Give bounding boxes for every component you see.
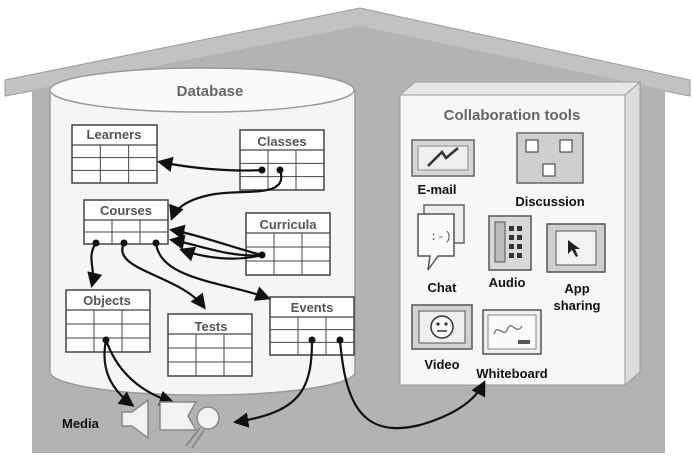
house-roof [4, 7, 691, 97]
chat-label: Chat [428, 280, 458, 295]
arrow-curricula-courses-2 [168, 234, 263, 257]
table-learners-label: Learners [87, 127, 142, 142]
table-learners [71, 124, 158, 184]
arrow-events-media [232, 339, 314, 428]
chat-icon: :-) [417, 204, 465, 271]
connector-dots [92, 166, 344, 344]
video-projector-icon [159, 401, 198, 431]
app-sharing-icon [546, 223, 606, 273]
connectors [87, 156, 486, 430]
collab-tools-title: Collaboration tools [444, 107, 581, 124]
arrow-courses-events [154, 242, 271, 301]
arrow-curricula-courses-3 [179, 246, 263, 262]
table-events-label: Events [291, 300, 334, 315]
video-icon [411, 304, 473, 350]
arrow-courses-tests [121, 242, 206, 310]
whiteboard-icon [482, 309, 542, 355]
svg-text::-): :-) [430, 230, 452, 244]
email-icon [411, 139, 475, 177]
discussion-icon [516, 132, 584, 184]
arrow-curricula-courses-1 [168, 224, 263, 257]
app-sharing-label-line2: sharing [554, 298, 601, 313]
table-curricula [245, 212, 331, 276]
telephone-icon [488, 215, 532, 271]
table-tests [167, 313, 253, 377]
video-label: Video [424, 357, 459, 372]
media-label: Media [62, 416, 100, 431]
disc-icon [185, 406, 220, 449]
table-courses [83, 199, 169, 245]
arrow-classes-learners [156, 156, 263, 172]
table-curricula-label: Curricula [259, 217, 317, 232]
arrow-events-collab [338, 339, 486, 430]
audio-label: Audio [489, 275, 526, 290]
speaker-icon [121, 398, 149, 440]
arrow-objects-media-2 [104, 339, 175, 406]
table-courses-label: Courses [100, 203, 152, 218]
arrow-classes-courses [169, 169, 283, 221]
email-label: E-mail [417, 182, 456, 197]
table-group [65, 124, 355, 377]
database-title: Database [177, 83, 244, 100]
table-tests-label: Tests [195, 319, 228, 334]
table-classes-label: Classes [257, 134, 306, 149]
discussion-label: Discussion [515, 194, 584, 209]
table-objects-label: Objects [83, 293, 131, 308]
arrow-courses-objects [87, 242, 103, 288]
whiteboard-label: Whiteboard [476, 366, 548, 381]
app-sharing-label-line1: App [564, 281, 589, 296]
arrow-objects-media-1 [103, 339, 135, 407]
